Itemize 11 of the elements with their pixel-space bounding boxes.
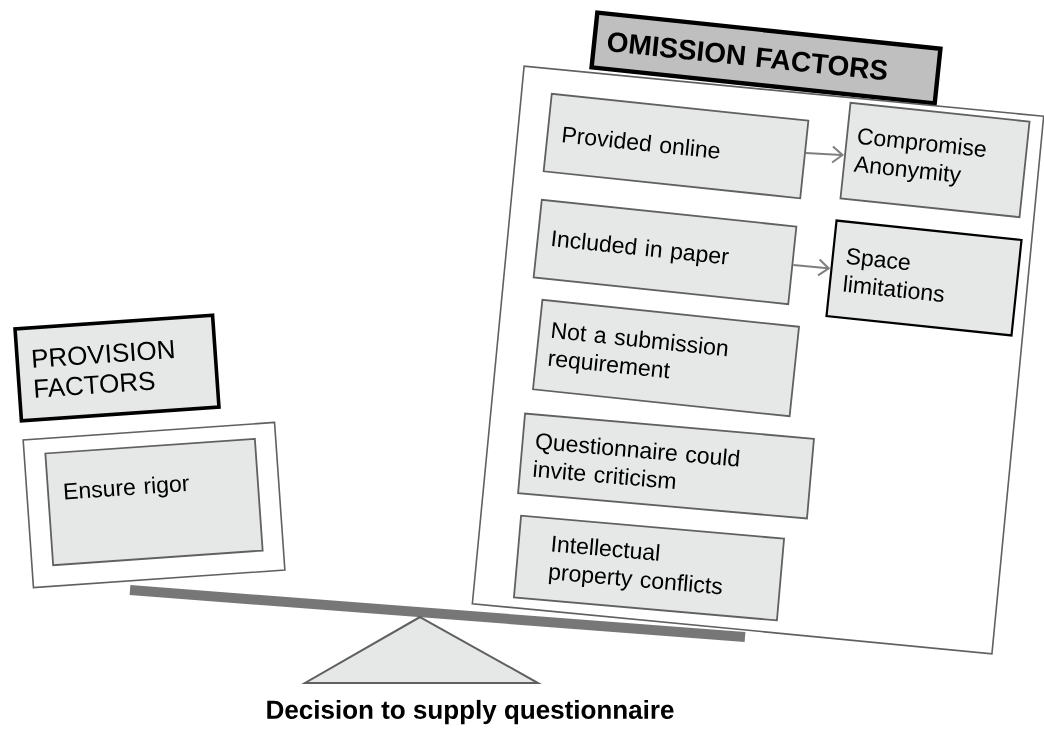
factor-box: Space limitations	[825, 219, 1023, 337]
factor-box: Questionnaire could invite criticism	[517, 412, 815, 520]
caption: Decision to supply questionnaire	[267, 699, 674, 725]
factor-box: Provided online	[542, 92, 810, 200]
factor-box: Included in paper	[532, 198, 798, 306]
factor-box: Ensure rigor	[44, 437, 264, 567]
factor-box: Not a submission requirement	[532, 298, 800, 418]
arrow	[792, 258, 831, 277]
factor-box: Compromise Anonymity	[839, 101, 1031, 219]
arrow	[804, 145, 845, 164]
heading-box: PROVISION FACTORS	[13, 313, 221, 423]
